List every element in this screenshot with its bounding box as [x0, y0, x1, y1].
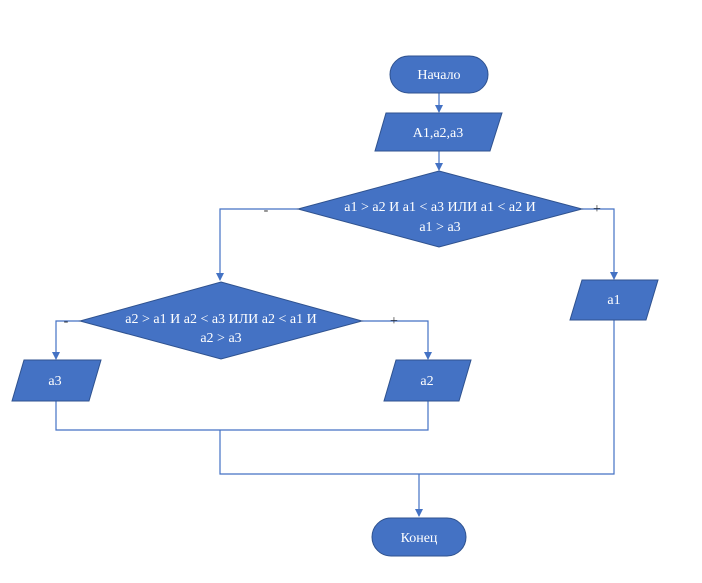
connectors: [52, 93, 618, 517]
decision1-yes-label: +: [593, 202, 601, 217]
decision2: a2 > a1 И a2 < a3 ИЛИ a2 < a1 И a2 > a3 …: [64, 281, 398, 360]
output-a1: a1: [569, 279, 659, 321]
decision2-line1: a2 > a1 И a2 < a3 ИЛИ a2 < a1 И: [125, 312, 316, 327]
arrow-decision2-no: [52, 320, 80, 360]
arrow-decision1-yes: [582, 208, 618, 280]
end-terminator: Конец: [371, 517, 467, 557]
input-label: A1,a2,a3: [413, 126, 464, 141]
merge-a3-a2: [55, 401, 429, 431]
decision1-no-label: -: [264, 203, 269, 218]
decision1-line2: a1 > a3: [419, 220, 460, 235]
start-label: Начало: [417, 68, 460, 83]
merge-all: [219, 320, 615, 475]
start-terminator: Начало: [389, 55, 489, 94]
output-a3: a3: [11, 359, 102, 402]
decision2-no-label: -: [64, 314, 69, 329]
output-a1-label: a1: [607, 293, 620, 308]
decision1-line1: a1 > a2 И a1 < a3 ИЛИ a1 < a2 И: [344, 200, 535, 215]
output-a3-label: a3: [48, 374, 61, 389]
input-block: A1,a2,a3: [374, 112, 503, 152]
arrow-decision2-yes: [362, 320, 432, 360]
decision2-yes-label: +: [390, 314, 398, 329]
end-label: Конец: [401, 531, 438, 546]
decision1: a1 > a2 И a1 < a3 ИЛИ a1 < a2 И a1 > a3 …: [264, 170, 601, 248]
decision2-line2: a2 > a3: [200, 331, 241, 346]
output-a2: a2: [383, 359, 472, 402]
output-a2-label: a2: [420, 374, 433, 389]
arrow-decision1-no: [216, 208, 298, 281]
